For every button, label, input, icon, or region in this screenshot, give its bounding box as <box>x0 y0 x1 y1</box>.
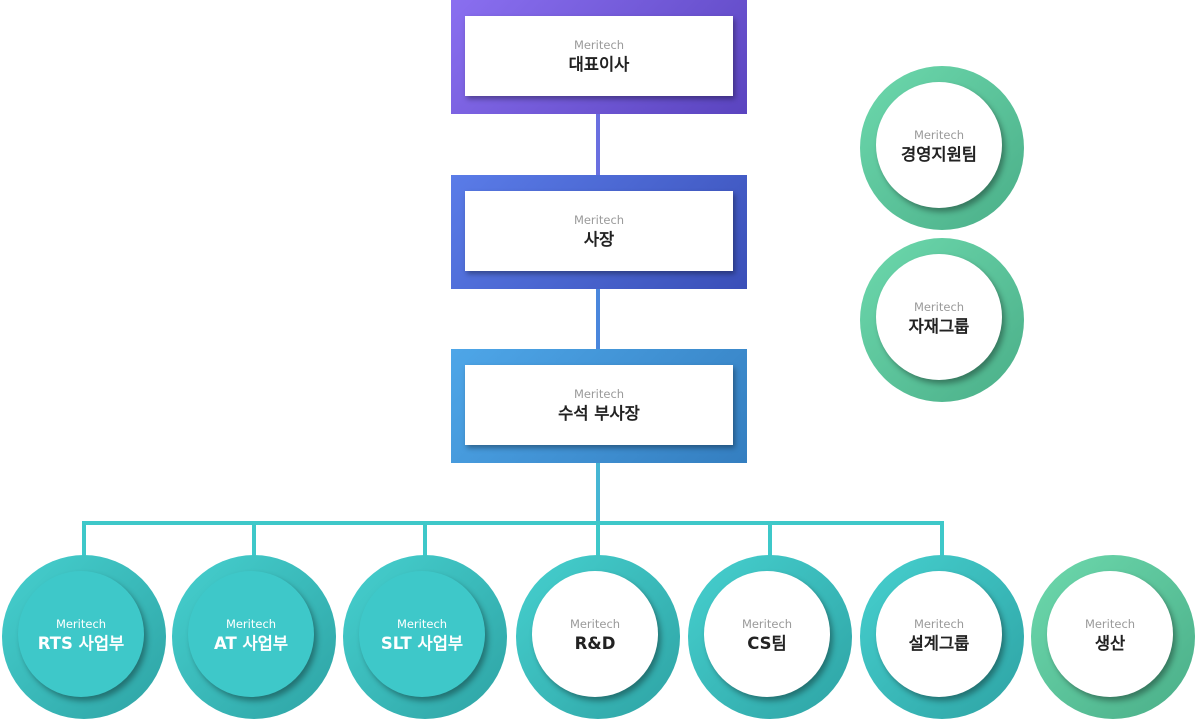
mgmt-support-node: Meritech 경영지원팀 <box>860 66 1024 230</box>
dept-at: Meritech AT 사업부 <box>172 555 336 719</box>
dept-slt-disc: Meritech SLT 사업부 <box>359 571 485 697</box>
dept-rts-brand: Meritech <box>55 617 107 631</box>
dept-production-disc: Meritech 생산 <box>1047 571 1173 697</box>
ceo-box: Meritech 대표이사 <box>451 0 747 114</box>
president-label: 사장 <box>583 230 615 249</box>
svp-brand: Meritech <box>573 387 625 401</box>
dept-rts-label: RTS 사업부 <box>37 634 125 653</box>
materials-label: 자재그룹 <box>908 317 970 336</box>
dept-rnd: Meritech R&D <box>516 555 680 719</box>
dept-design-label: 설계그룹 <box>908 634 970 653</box>
dept-rts-disc: Meritech RTS 사업부 <box>18 571 144 697</box>
mgmt-support-brand: Meritech <box>913 128 965 142</box>
dept-rnd-brand: Meritech <box>569 617 621 631</box>
dept-design: Meritech 설계그룹 <box>860 555 1024 719</box>
dept-production: Meritech 생산 <box>1031 555 1195 719</box>
dept-production-label: 생산 <box>1094 634 1126 653</box>
president-card: Meritech 사장 <box>465 191 733 271</box>
dept-rts: Meritech RTS 사업부 <box>2 555 166 719</box>
svp-card: Meritech 수석 부사장 <box>465 365 733 445</box>
materials-disc: Meritech 자재그룹 <box>876 254 1002 380</box>
dept-at-disc: Meritech AT 사업부 <box>188 571 314 697</box>
ceo-brand: Meritech <box>573 38 625 52</box>
ceo-card: Meritech 대표이사 <box>465 16 733 96</box>
dept-cs: Meritech CS팀 <box>688 555 852 719</box>
svp-box: Meritech 수석 부사장 <box>451 349 747 463</box>
svp-label: 수석 부사장 <box>558 404 640 423</box>
mgmt-support-disc: Meritech 경영지원팀 <box>876 82 1002 208</box>
ceo-label: 대표이사 <box>568 55 630 74</box>
dept-slt-label: SLT 사업부 <box>380 634 464 653</box>
dept-cs-brand: Meritech <box>741 617 793 631</box>
dept-at-brand: Meritech <box>225 617 277 631</box>
dept-production-brand: Meritech <box>1084 617 1136 631</box>
dept-rnd-label: R&D <box>574 634 616 653</box>
dept-cs-disc: Meritech CS팀 <box>704 571 830 697</box>
dept-design-brand: Meritech <box>913 617 965 631</box>
president-brand: Meritech <box>573 213 625 227</box>
dept-slt-brand: Meritech <box>396 617 448 631</box>
dept-at-label: AT 사업부 <box>213 634 289 653</box>
dept-slt: Meritech SLT 사업부 <box>343 555 507 719</box>
materials-node: Meritech 자재그룹 <box>860 238 1024 402</box>
president-box: Meritech 사장 <box>451 175 747 289</box>
dept-rnd-disc: Meritech R&D <box>532 571 658 697</box>
mgmt-support-label: 경영지원팀 <box>901 145 977 164</box>
materials-brand: Meritech <box>913 300 965 314</box>
dept-cs-label: CS팀 <box>747 634 787 653</box>
dept-design-disc: Meritech 설계그룹 <box>876 571 1002 697</box>
